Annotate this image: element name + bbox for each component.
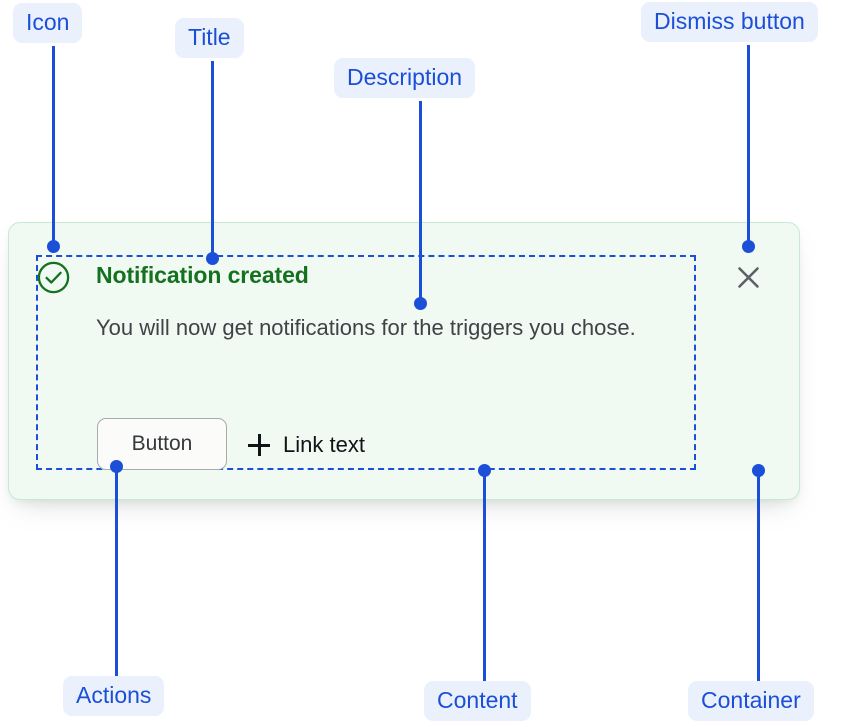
dismiss-button[interactable] — [734, 263, 763, 292]
annotation-leader-dismiss — [747, 45, 750, 246]
plus-icon — [248, 434, 270, 456]
annotation-dot-dismiss — [742, 240, 755, 253]
annotation-leader-description — [419, 101, 422, 303]
check-circle-icon — [37, 261, 70, 294]
annotation-label-title: Title — [175, 18, 244, 58]
action-link-label: Link text — [283, 432, 365, 457]
annotation-leader-actions — [115, 466, 118, 676]
action-link[interactable]: Link text — [248, 430, 365, 460]
notification-description: You will now get notifications for the t… — [96, 315, 636, 340]
annotation-leader-icon — [52, 46, 55, 246]
annotation-label-container: Container — [688, 681, 814, 721]
annotation-dot-description — [414, 297, 427, 310]
annotation-leader-content — [483, 470, 486, 681]
annotation-dot-title — [206, 252, 219, 265]
annotation-label-content: Content — [424, 681, 531, 721]
annotation-leader-title — [211, 61, 214, 258]
annotation-label-actions: Actions — [63, 676, 165, 716]
annotation-label-dismiss: Dismiss button — [641, 2, 818, 42]
annotation-label-description: Description — [334, 58, 476, 98]
annotation-leader-container — [757, 470, 760, 681]
notification-title: Notification created — [96, 262, 309, 288]
annotation-label-icon: Icon — [13, 3, 83, 43]
annotation-dot-icon — [47, 240, 60, 253]
